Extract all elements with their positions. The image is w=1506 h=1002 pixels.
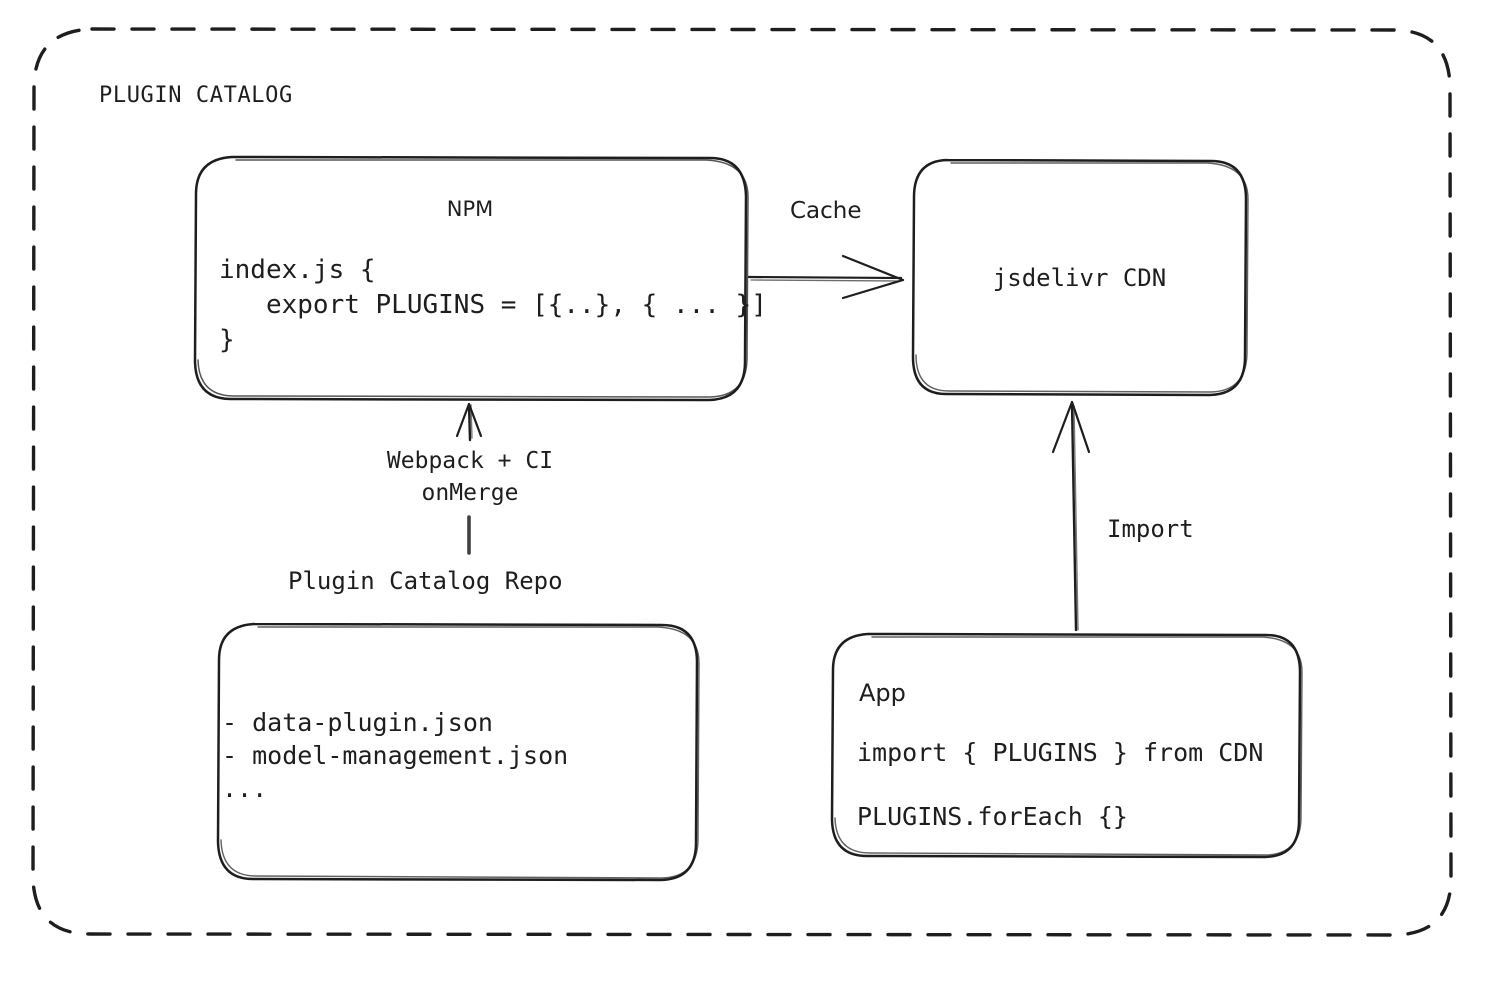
edge-label-cache: Cache: [790, 198, 862, 224]
group-title: PLUGIN CATALOG: [99, 83, 293, 108]
npm-code-line-1: index.js {: [219, 255, 376, 285]
edge-label-webpack-ci: Webpack + CI: [386, 448, 554, 474]
repo-caption: Plugin Catalog Repo: [288, 567, 563, 595]
app-code-line-2: PLUGINS.forEach {}: [857, 802, 1128, 831]
repo-file-line-3: ...: [222, 774, 268, 803]
edge-app-to-cdn-arrow: [1051, 400, 1091, 632]
app-node-title: App: [859, 679, 906, 707]
cdn-node-title: jsdelivr CDN: [992, 264, 1167, 292]
repo-file-line-1: - data-plugin.json: [222, 708, 493, 737]
app-code-line-1: import { PLUGINS } from CDN: [857, 738, 1264, 767]
npm-code-line-2: export PLUGINS = [{..}, { ... }]: [219, 290, 767, 320]
edge-label-onmerge: onMerge: [421, 480, 519, 506]
edge-label-import: Import: [1107, 515, 1194, 543]
edge-npm-to-cdn-arrow: [747, 254, 905, 300]
repo-file-line-2: - model-management.json: [222, 741, 569, 770]
npm-node-title: NPM: [446, 197, 494, 221]
npm-code-line-3: }: [219, 325, 235, 355]
